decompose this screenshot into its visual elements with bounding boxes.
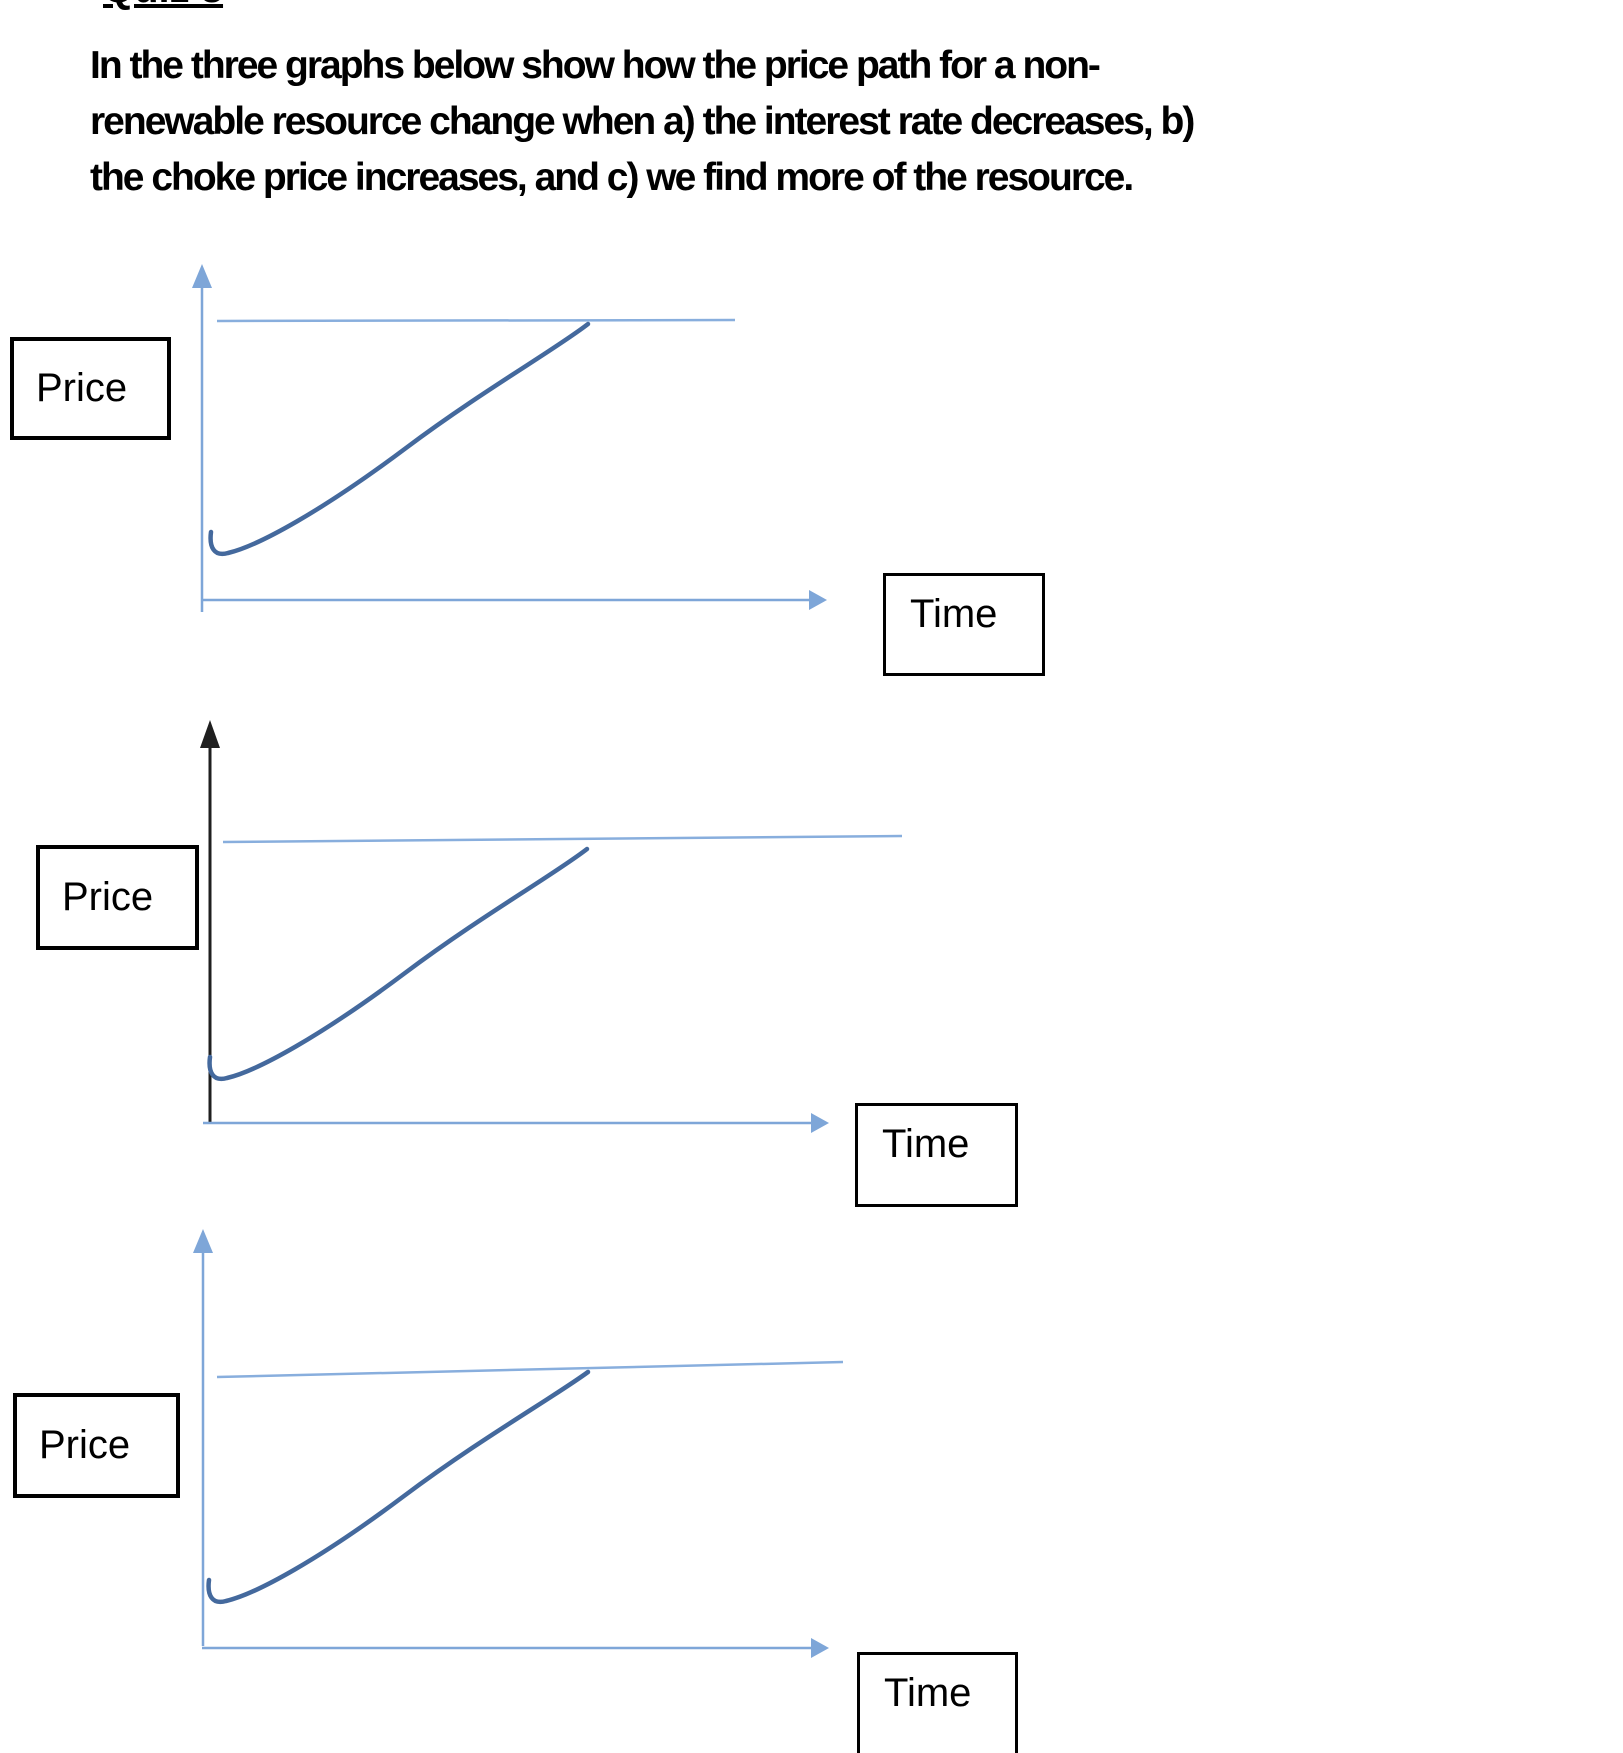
- question-heading: In the three graphs below show how the p…: [90, 38, 1370, 206]
- graph-a-price-path-curve: [208, 321, 591, 557]
- graph-b: [200, 720, 903, 1133]
- clipped-header-text: Quiz 3: [103, 0, 223, 12]
- graph-b-time-label: Time: [882, 1122, 970, 1166]
- graph-a-time-label: Time: [910, 592, 998, 636]
- graph-a-price-label-box: Price: [10, 337, 171, 440]
- heading-line-2: renewable resource change when a) the in…: [90, 100, 1195, 143]
- graph-c-choke-price-line: [216, 1360, 844, 1379]
- clipped-header: Quiz 3: [103, 0, 403, 13]
- graph-c-price-label: Price: [39, 1423, 131, 1467]
- graph-a-y-axis-arrowhead-icon: [192, 264, 212, 288]
- heading-line-1: In the three graphs below show how the p…: [90, 44, 1101, 87]
- graph-a: [192, 264, 827, 612]
- graph-c-price-label-box: Price: [13, 1393, 180, 1498]
- graph-b-price-label-box: Price: [36, 845, 199, 950]
- graph-c-price-path-curve: [206, 1369, 591, 1605]
- graph-b-price-label: Price: [62, 875, 154, 919]
- graph-c-time-label-box: Time: [857, 1652, 1018, 1753]
- graph-c-y-axis-arrowhead-icon: [193, 1229, 213, 1253]
- graph-a-x-axis-arrowhead-icon: [809, 590, 827, 610]
- heading-line-3: the choke price increases, and c) we fin…: [90, 156, 1134, 199]
- graph-a-price-label: Price: [36, 366, 128, 410]
- graph-c: [193, 1229, 844, 1658]
- graph-a-choke-price-line: [216, 318, 736, 323]
- graph-b-x-axis-arrowhead-icon: [811, 1113, 829, 1133]
- graph-b-y-axis-arrowhead-icon: [200, 720, 220, 748]
- graph-a-time-label-box: Time: [883, 573, 1045, 676]
- graph-b-time-label-box: Time: [855, 1103, 1018, 1207]
- graph-b-price-path-curve: [207, 846, 590, 1082]
- graph-c-time-label: Time: [884, 1671, 972, 1715]
- graph-c-x-axis-arrowhead-icon: [811, 1638, 829, 1658]
- graph-b-choke-price-line: [222, 834, 903, 844]
